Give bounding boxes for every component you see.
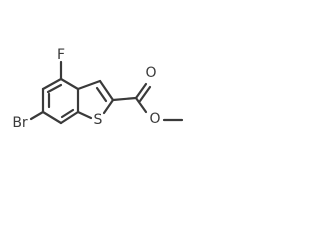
bond-c3-c2-double bbox=[98, 79, 115, 102]
bromine-label: Br bbox=[12, 115, 28, 131]
bond-c7-c6-inner bbox=[46, 83, 63, 94]
bond-carbonyl-o-double bbox=[134, 82, 148, 100]
bond-c2-carbonyl bbox=[111, 96, 138, 102]
sulfur-label: S bbox=[94, 112, 103, 128]
bond-c7-c6 bbox=[41, 77, 63, 91]
bond-c2-s bbox=[102, 98, 115, 115]
ester-oxygen-label: O bbox=[149, 111, 160, 127]
bond-c7a-c7 bbox=[59, 77, 80, 91]
bond-s-c3a bbox=[76, 110, 93, 120]
bond-carbonyl-o-double-2 bbox=[138, 85, 152, 103]
chemical-structure-diagram: F Br S O O bbox=[12, 47, 184, 131]
bond-c5-br bbox=[29, 110, 45, 121]
bond-c4-c3a-inner bbox=[60, 108, 75, 119]
bond-carbonyl-o-single bbox=[134, 96, 148, 114]
carbonyl-oxygen-label: O bbox=[145, 65, 156, 81]
bond-c3-c2-inner bbox=[95, 86, 108, 103]
bond-c5-c4 bbox=[41, 110, 63, 125]
bond-c7a-c3 bbox=[76, 79, 102, 91]
fluorine-label: F bbox=[57, 47, 65, 63]
bond-c4-c3a bbox=[59, 110, 80, 125]
